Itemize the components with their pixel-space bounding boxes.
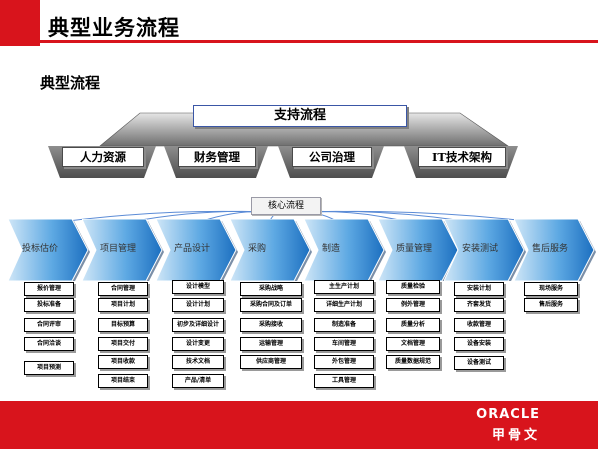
stage-label: 质量管理 [396,244,433,254]
header-rule [40,40,598,43]
chevron-stage-arrow [444,219,526,281]
chevron-shape [8,219,89,281]
process-item: 投标准备 [24,298,74,312]
process-item: 质量检验 [386,280,440,294]
process-item: 产品/清单 [172,374,224,388]
chevron-shape [156,219,237,281]
process-item: 设计模型 [172,280,224,294]
support-pillar: IT技术架构 [418,147,506,167]
brand-logo: ORACLE [476,407,540,422]
page-title: 典型业务流程 [48,15,180,40]
process-item: 供应商管理 [240,355,302,369]
process-item: 报价管理 [24,282,74,296]
stage-label: 安装测试 [462,244,499,254]
process-item: 工具管理 [314,374,374,388]
process-item: 运输管理 [240,337,302,351]
chevron-stage-arrow [514,219,596,281]
process-item: 项目计划 [98,298,148,312]
process-item: 设备测试 [454,356,504,370]
stage-label: 投标估价 [22,244,59,254]
chevron-stage-arrow [230,219,312,281]
process-item: 设备安装 [454,337,504,351]
stage-label: 项目管理 [100,244,137,254]
process-item: 安装计划 [454,282,504,296]
process-item: 初步及详细设计 [172,318,224,332]
process-item: 车间管理 [314,337,374,351]
section-title: 典型流程 [40,74,101,92]
chevron-stage-arrow [156,219,238,281]
process-item: 采购战略 [240,282,302,296]
brand-logo-cn: 甲骨文 [491,428,540,443]
process-item: 采购合同及订单 [240,298,302,312]
chevron-shape [444,219,525,281]
process-item: 收款管理 [454,318,504,332]
process-item: 采购接收 [240,318,302,332]
chevron-shape [304,219,385,281]
chevron-stage-arrow [82,219,164,281]
chevron-stage-arrow [378,219,460,281]
process-item: 齐套发货 [454,298,504,312]
process-item: 项目收款 [98,355,148,369]
chevron-shape [378,219,459,281]
chevron-stage-arrow [8,219,90,281]
process-item: 外包管理 [314,355,374,369]
process-item: 制造准备 [314,318,374,332]
chevron-shape [230,219,311,281]
process-item: 售后服务 [524,298,578,312]
stage-label: 产品设计 [174,244,211,254]
process-item: 质量分析 [386,318,440,332]
support-process-title: 支持流程 [193,105,407,127]
chevron-shape [514,219,595,281]
stage-label: 售后服务 [532,244,569,254]
core-process-label: 核心流程 [251,197,321,215]
process-item: 项目预测 [24,361,74,375]
process-item: 目标预算 [98,318,148,332]
support-pillar: 人力资源 [62,147,144,167]
process-item: 质量数据规范 [386,355,440,369]
process-item: 现场服务 [524,282,578,296]
process-item: 技术文档 [172,355,224,369]
stage-label: 采购 [248,244,267,254]
process-item: 文档管理 [386,337,440,351]
support-pillar: 财务管理 [178,147,256,167]
support-pillar: 公司治理 [292,147,372,167]
process-item: 合同评审 [24,318,74,332]
footer-bar [0,401,598,449]
process-item: 主生产计划 [314,280,374,294]
process-item: 设计计划 [172,298,224,312]
process-item: 项目交付 [98,337,148,351]
process-item: 例外管理 [386,298,440,312]
process-item: 设计变更 [172,337,224,351]
stage-label: 制造 [322,244,341,254]
process-item: 合同管理 [98,282,148,296]
chevron-shape [82,219,163,281]
chevron-stage-arrow [304,219,386,281]
process-item: 详细生产计划 [314,298,374,312]
header-accent-bar [0,0,40,46]
process-item: 合同洽谈 [24,337,74,351]
process-item: 项目结束 [98,374,148,388]
